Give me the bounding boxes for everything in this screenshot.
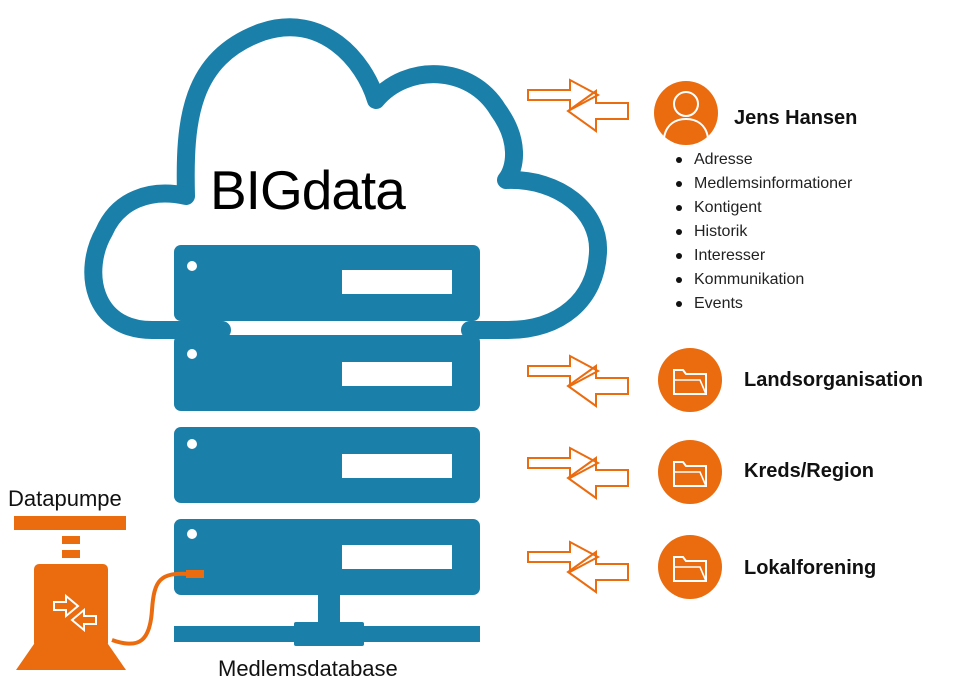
list-item: Kontigent (676, 196, 852, 220)
database-label: Medlemsdatabase (218, 656, 398, 681)
person-attribute-list: Adresse Medlemsinformationer Kontigent H… (676, 148, 852, 316)
list-item: Historik (676, 220, 852, 244)
folder-icon (658, 348, 722, 412)
server-unit (174, 427, 480, 503)
diagram-title: BIGdata (210, 159, 406, 221)
cloud-shape (84, 18, 608, 339)
org-label-lokalforening: Lokalforening (744, 557, 877, 579)
list-item: Events (676, 292, 852, 316)
person-avatar-icon (654, 81, 718, 145)
list-item: Medlemsinformationer (676, 172, 852, 196)
person-name: Jens Hansen (734, 107, 858, 129)
exchange-arrows-lokal (527, 540, 629, 594)
list-item: Kommunikation (676, 268, 852, 292)
datapumpe-icon (14, 516, 204, 670)
exchange-arrows-kreds (527, 446, 629, 500)
exchange-arrows-person (527, 78, 629, 133)
server-stack (174, 245, 480, 646)
pump-hose (111, 571, 191, 646)
server-stand (318, 595, 340, 630)
folder-icon (658, 440, 722, 504)
server-unit (174, 519, 480, 595)
list-item: Adresse (676, 148, 852, 172)
server-unit (174, 335, 480, 411)
server-unit (174, 245, 480, 321)
folder-icon (658, 535, 722, 599)
org-label-landsorganisation: Landsorganisation (744, 369, 923, 391)
org-label-kreds-region: Kreds/Region (744, 460, 875, 482)
exchange-arrows-landsorganisation (527, 354, 629, 408)
pump-label: Datapumpe (8, 486, 122, 511)
list-item: Interesser (676, 244, 852, 268)
